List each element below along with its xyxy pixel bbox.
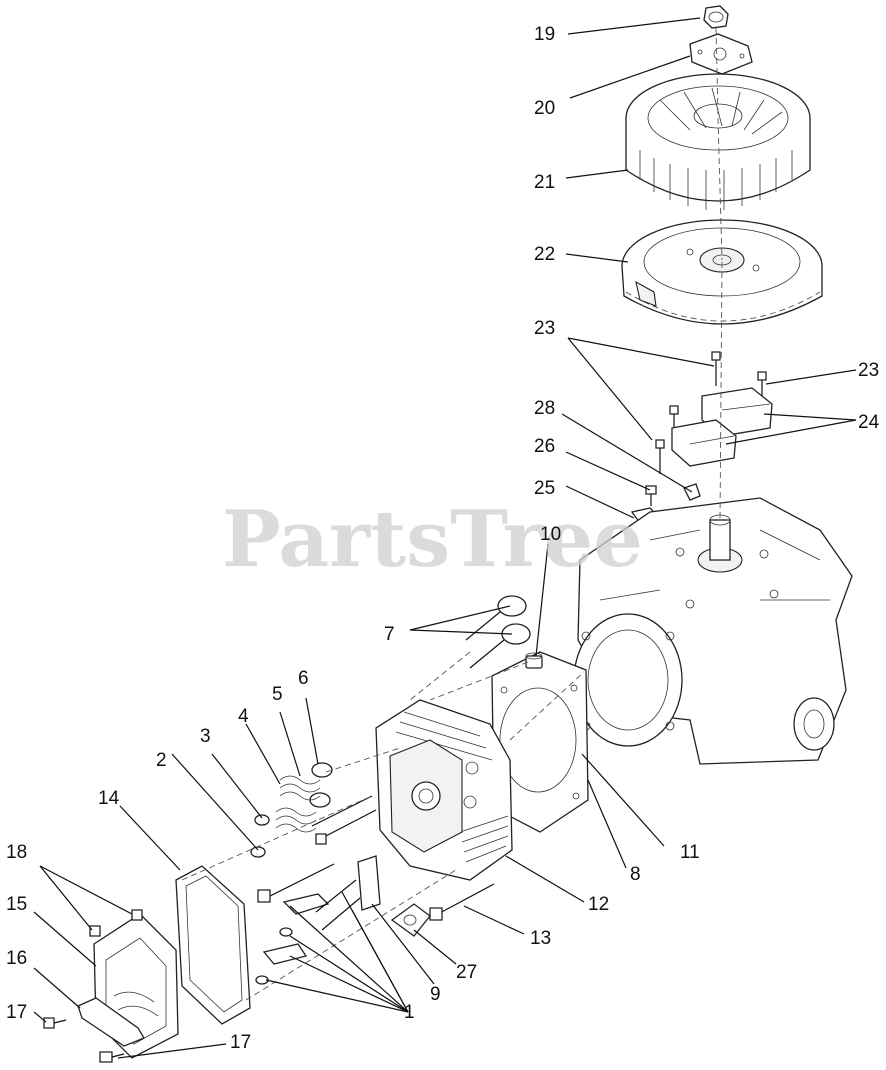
callout-23: 23 bbox=[534, 318, 555, 339]
callout-25: 25 bbox=[534, 478, 555, 499]
callout-18: 18 bbox=[6, 842, 27, 863]
callout-2: 2 bbox=[156, 750, 167, 771]
callout-23-right: 23 bbox=[858, 360, 879, 381]
flywheel-washer-plate bbox=[689, 33, 753, 75]
callout-13: 13 bbox=[530, 928, 551, 949]
cooling-fan bbox=[625, 73, 811, 210]
flywheel-nut bbox=[703, 5, 729, 29]
valve-springs-and-retainers bbox=[250, 762, 333, 858]
partstree-watermark: PartsTree bbox=[222, 494, 643, 585]
crankcase bbox=[573, 497, 853, 765]
assembly-alignment-lines bbox=[181, 27, 723, 1001]
valve-cover-gasket bbox=[175, 865, 251, 1025]
callout-12: 12 bbox=[588, 894, 609, 915]
head-bolts bbox=[257, 795, 495, 921]
callout-28: 28 bbox=[534, 398, 555, 419]
callout-7: 7 bbox=[384, 624, 395, 645]
callout-11: 11 bbox=[680, 842, 700, 863]
callout-1: 1 bbox=[404, 1002, 415, 1023]
callout-labels: 19 20 21 22 23 23 24 28 26 25 10 7 6 5 4… bbox=[6, 24, 880, 1053]
callout-16: 16 bbox=[6, 948, 27, 969]
callout-4: 4 bbox=[238, 706, 249, 727]
callout-10: 10 bbox=[540, 524, 561, 545]
valve-cover-bolts bbox=[89, 909, 143, 937]
callout-8: 8 bbox=[630, 864, 641, 885]
callout-19: 19 bbox=[534, 24, 555, 45]
dowel-pin bbox=[525, 652, 543, 669]
rocker-arms-and-pushrods bbox=[255, 879, 361, 985]
callout-14: 14 bbox=[98, 788, 120, 809]
callout-3: 3 bbox=[200, 726, 211, 747]
callout-21: 21 bbox=[534, 172, 555, 193]
flywheel bbox=[621, 219, 823, 325]
intake-gasket bbox=[390, 903, 431, 937]
callout-20: 20 bbox=[534, 98, 555, 119]
callout-17-left: 17 bbox=[6, 1002, 27, 1023]
callout-15: 15 bbox=[6, 894, 27, 915]
callout-22: 22 bbox=[534, 244, 555, 265]
bracket-screws bbox=[43, 1017, 125, 1063]
callout-6: 6 bbox=[298, 668, 309, 689]
valves bbox=[465, 595, 531, 669]
ignition-coil-bolts bbox=[655, 351, 767, 474]
callout-24: 24 bbox=[858, 412, 880, 433]
leader-lines bbox=[33, 17, 857, 1059]
callout-9: 9 bbox=[430, 984, 441, 1005]
breather-bracket bbox=[77, 997, 145, 1047]
callout-27: 27 bbox=[456, 962, 477, 983]
cylinder-head bbox=[375, 699, 513, 881]
callout-5: 5 bbox=[272, 684, 283, 705]
ignition-coil-brackets bbox=[671, 387, 773, 467]
callout-26: 26 bbox=[534, 436, 555, 457]
callout-17-bottom: 17 bbox=[230, 1032, 251, 1053]
rocker-bracket bbox=[357, 855, 381, 911]
